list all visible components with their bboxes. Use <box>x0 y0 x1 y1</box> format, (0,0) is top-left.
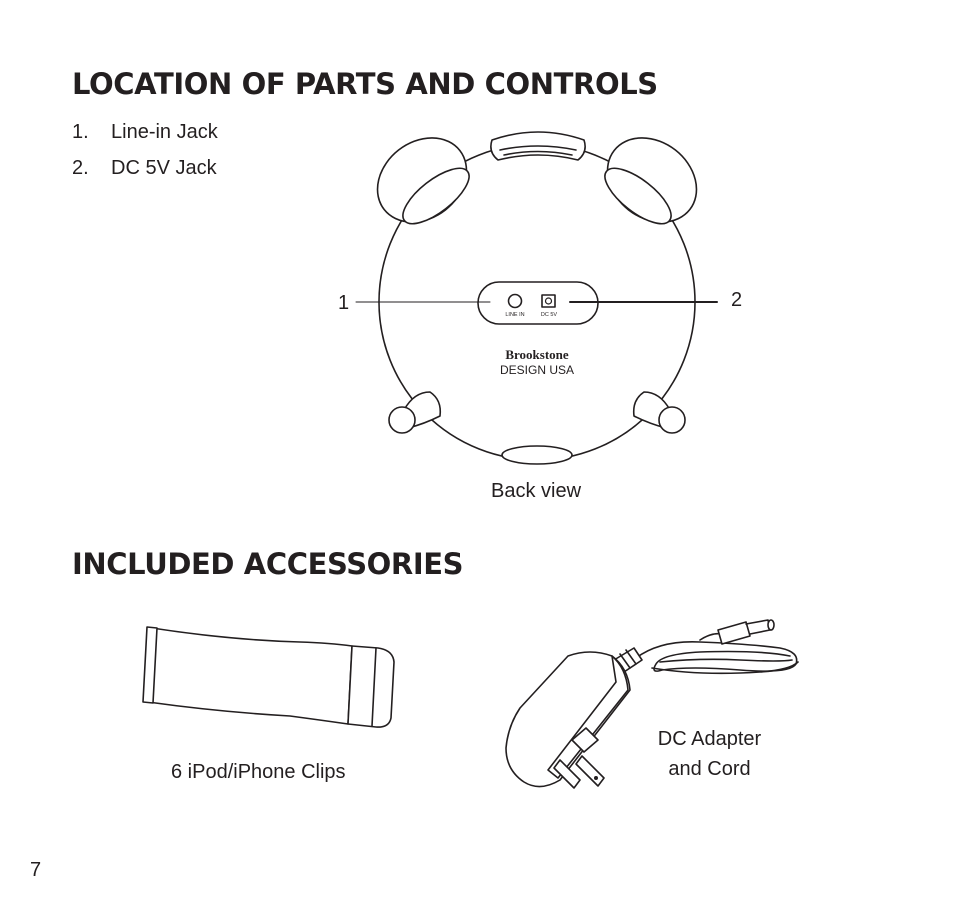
parts-item-label: DC 5V Jack <box>111 157 217 179</box>
left-leg <box>388 391 442 434</box>
callout-number-1: 1 <box>338 292 349 314</box>
top-handle <box>490 131 586 161</box>
clips-caption: 6 iPod/iPhone Clips <box>171 761 346 783</box>
right-leg <box>632 391 686 434</box>
parts-list: 1. Line-in Jack 2. DC 5V Jack <box>72 118 218 190</box>
ipod-clip-illustration <box>142 626 395 728</box>
jack-panel: LINE IN DC 5V <box>477 281 599 325</box>
adapter-cord <box>635 632 799 675</box>
parts-item-number: 1. <box>72 121 89 143</box>
dc-adapter-illustration <box>505 619 799 789</box>
dc-port-label: DC 5V <box>541 312 558 318</box>
adapter-caption-line-1: DC Adapter <box>657 728 762 750</box>
callout-number-2: 2 <box>731 289 742 311</box>
adapter-caption-line-2: and Cord <box>668 758 751 780</box>
line-in-jack-icon <box>507 293 523 309</box>
parts-list-item: 2. DC 5V Jack <box>72 154 218 190</box>
line-in-port-label: LINE IN <box>505 312 524 318</box>
page-number: 7 <box>30 859 42 881</box>
speaker-back-view: LINE IN DC 5V Brookstone DESIGN USA 1 2 <box>338 131 742 465</box>
right-bell <box>604 137 698 225</box>
accessories-section-title: INCLUDED ACCESSORIES <box>72 547 464 581</box>
left-bell <box>376 137 470 225</box>
brand-logo-subtitle: DESIGN USA <box>500 363 574 377</box>
brand-logo: Brookstone <box>505 347 569 362</box>
bottom-foot <box>501 445 573 465</box>
parts-list-item: 1. Line-in Jack <box>72 118 218 154</box>
parts-item-label: Line-in Jack <box>111 121 218 143</box>
adapter-caption: DC Adapter and Cord <box>653 724 766 784</box>
parts-item-number: 2. <box>72 157 89 179</box>
back-view-caption: Back view <box>491 480 582 502</box>
dc-plug-icon <box>717 619 775 645</box>
dc-jack-icon <box>541 294 556 308</box>
parts-section-title: LOCATION OF PARTS AND CONTROLS <box>72 67 658 101</box>
